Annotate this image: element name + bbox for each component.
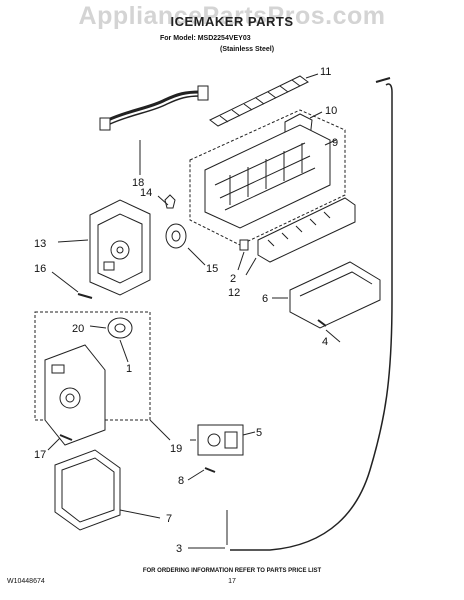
callout-20: 20 [72,323,84,335]
tray-part [272,261,381,329]
callout-2: 2 [230,273,236,285]
ice-mold-part [189,109,346,246]
callout-4: 4 [322,336,328,348]
screw-part-4 [317,319,341,343]
callout-7: 7 [166,513,172,525]
water-valve-part [190,424,256,456]
clip-part [237,239,249,271]
ordering-note: FOR ORDERING INFORMATION REFER TO PARTS … [142,568,322,574]
callout-15: 15 [206,263,218,275]
fill-cup-part [245,197,356,276]
callout-1: 1 [126,363,132,375]
callout-6: 6 [262,293,268,305]
motor-part [157,194,206,266]
callout-11: 11 [320,66,331,78]
watermark: AppliancePartsPros.com [78,2,386,30]
model-line: For Model: MSD2254VEY03 [160,35,251,42]
cover-part [54,449,161,531]
page-number: 17 [228,578,236,585]
control-housing-part [57,199,151,296]
wire-harness-part [99,85,209,175]
module-assembly-part [34,311,171,446]
screw-part [51,271,93,299]
callout-3: 3 [176,543,182,555]
screw-part-8 [187,467,216,481]
callout-16: 16 [34,263,46,275]
callout-8: 8 [178,475,184,487]
callout-17: 17 [34,449,46,461]
page-title: ICEMAKER PARTS [170,14,294,29]
callout-12: 12 [228,287,240,299]
screw-part-17 [47,434,73,451]
callout-10: 10 [325,105,337,117]
doc-number: W10448674 [7,578,45,585]
callout-5: 5 [256,427,262,439]
callout-labels: 11 10 9 18 14 13 16 15 2 12 6 20 1 4 5 1… [34,66,338,555]
ejector-part [209,73,319,127]
callout-14: 14 [140,187,152,199]
callout-18: 18 [132,177,144,189]
callout-13: 13 [34,238,46,250]
fill-tube-part [188,77,393,551]
callout-19: 19 [170,443,182,455]
finish-line: (Stainless Steel) [220,46,275,53]
callout-9: 9 [332,137,338,149]
